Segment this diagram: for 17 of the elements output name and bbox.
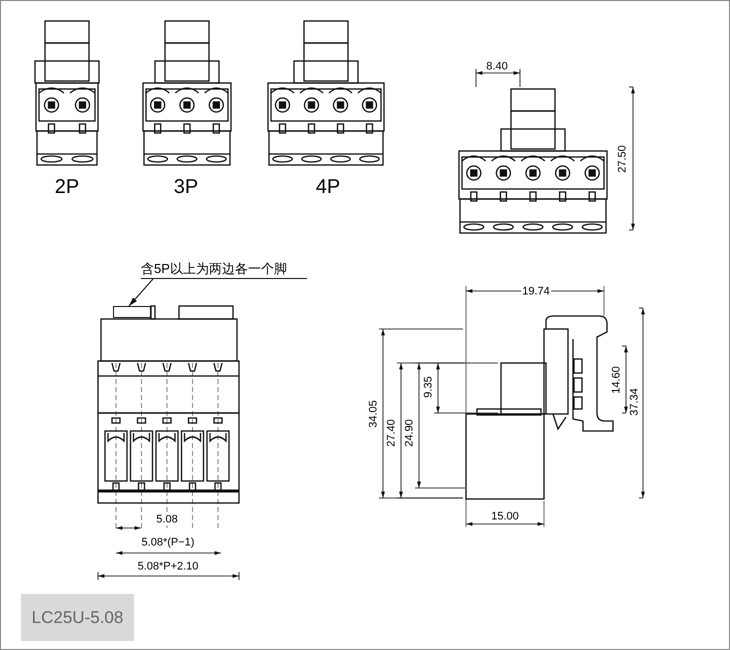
- dimension-text: 9.35: [424, 375, 434, 399]
- dimension-text: 27.40: [386, 418, 398, 448]
- dimension-text: 8.40: [485, 62, 509, 72]
- latch-part: [113, 306, 151, 318]
- dimension-text: 5.08*P+2.10: [136, 562, 200, 572]
- note-text: 含5P以上为两边各一个脚: [141, 259, 307, 279]
- dimension-text: 27.50: [618, 144, 628, 174]
- leader-line: [128, 278, 154, 306]
- dimension-text: 15.00: [490, 512, 520, 522]
- dimension-text: 34.05: [368, 399, 380, 429]
- dimension-text: 5.08*(P−1): [140, 538, 196, 548]
- dimension-text: 19.74: [521, 286, 551, 298]
- dimension-text: 14.60: [612, 365, 622, 395]
- dimension-text: 5.08: [155, 514, 179, 526]
- dimension-text: 37.34: [630, 387, 640, 417]
- dimension-text: 24.90: [404, 418, 416, 448]
- model-label: LC25U-5.08: [21, 594, 134, 641]
